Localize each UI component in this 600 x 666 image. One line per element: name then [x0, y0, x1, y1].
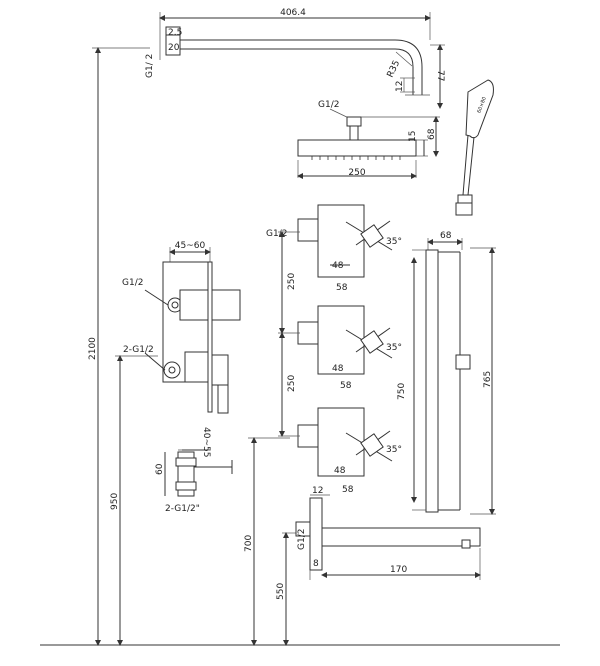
- hand-size-label: 60×80: [476, 96, 487, 114]
- stop-valves: G1/2 48 58 35° 48 58 35°: [266, 204, 402, 495]
- shower-head: G1/2 250 15 68: [297, 100, 440, 179]
- stop-spacing-2-label: 250: [287, 375, 297, 392]
- head-height-b-label: 68: [427, 128, 437, 140]
- arm-wall-t2-label: 20: [168, 43, 180, 53]
- stop2-width-label: 58: [340, 381, 352, 391]
- small-valve: 40~55 60 2-G1/2": [155, 427, 233, 514]
- bar-total-length-label: 765: [483, 371, 493, 388]
- arm-wall-t1-label: 2.5: [168, 28, 182, 38]
- valve-depth-label: 45~60: [175, 241, 206, 251]
- bar-width-label: 68: [440, 231, 452, 241]
- small-valve-height-label: 60: [155, 463, 165, 475]
- valve-height-label: 950: [110, 493, 120, 510]
- slide-bar: 68 750 765: [397, 231, 496, 515]
- shower-arm: 406.4 2.5 20 G1/ 2 R35 77 12: [145, 8, 445, 109]
- bar-inner-length-label: 750: [397, 383, 407, 400]
- stop-valve-2: 48 58 35°: [297, 305, 402, 391]
- arm-drop-label: 77: [435, 70, 445, 81]
- stop1-angle-label: 35°: [386, 237, 402, 247]
- arm-radius-label: R35: [386, 59, 403, 79]
- spout-height-label: 550: [276, 583, 286, 600]
- total-height-label: 2100: [88, 337, 98, 360]
- stop-thread-label: G1/2: [266, 229, 287, 239]
- arm-length-label: 406.4: [280, 8, 306, 18]
- spout-thread-label: G1/2: [297, 529, 307, 550]
- stop2-depth-label: 48: [332, 364, 344, 374]
- valve-thread-top-label: G1/2: [122, 278, 143, 288]
- spout: 12 170 8 G1/2: [295, 486, 481, 580]
- concealed-valve: 45~60 G1/2 2-G1/2: [122, 241, 241, 414]
- head-thread-label: G1/2: [318, 100, 339, 110]
- stop-valve-1: 48 58 35°: [297, 204, 402, 293]
- stop-valve-3: 48 58 35°: [297, 407, 402, 495]
- stop3-angle-label: 35°: [386, 445, 402, 455]
- spout-height-small-label: 8: [313, 559, 319, 569]
- stop3-depth-label: 48: [334, 466, 346, 476]
- stop3-width-label: 58: [342, 485, 354, 495]
- hand-shower: 60×80: [455, 79, 494, 216]
- stop1-width-label: 58: [336, 283, 348, 293]
- height-dimensions: 2100 950 700 550: [40, 47, 560, 646]
- small-valve-depth-label: 40~55: [201, 427, 211, 457]
- small-valve-thread-label: 2-G1/2": [165, 504, 200, 514]
- stop-valve-height-label: 700: [244, 535, 254, 552]
- stop2-angle-label: 35°: [386, 343, 402, 353]
- stop1-depth-label: 48: [332, 261, 344, 271]
- spout-length-label: 170: [390, 565, 407, 575]
- arm-offset-label: 12: [395, 81, 405, 92]
- head-width-label: 250: [348, 168, 365, 178]
- spout-top-label: 12: [312, 486, 323, 496]
- arm-thread-label: G1/ 2: [145, 54, 155, 78]
- stop-spacing-1-label: 250: [287, 273, 297, 290]
- head-height-a-label: 15: [408, 131, 418, 142]
- valve-thread-bottom-label: 2-G1/2: [123, 345, 154, 355]
